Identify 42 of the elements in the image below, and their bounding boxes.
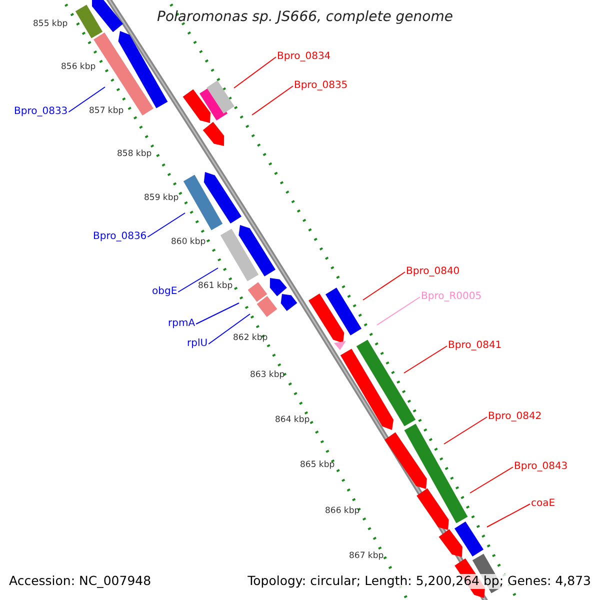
gene-label: obgE	[152, 287, 178, 297]
gene-label: Bpro_0843	[514, 462, 568, 472]
tick-label: 862 kbp	[233, 334, 268, 342]
genome-summary-text: Topology: circular; Length: 5,200,264 bp; Genes: 4,873	[246, 574, 593, 588]
tick-label: 857 kbp	[89, 107, 124, 116]
gene-label: rplU	[187, 339, 208, 349]
gene-label: Bpro_0834	[277, 52, 331, 62]
leader-line	[234, 56, 276, 88]
tick-label: 858 kbp	[117, 150, 152, 158]
tick-label: 864 kbp	[275, 416, 310, 424]
leader-line	[362, 272, 406, 300]
gene-label: Bpro_0841	[448, 341, 502, 351]
leader-line	[196, 302, 240, 324]
leader-line	[444, 416, 488, 444]
tick-label: 867 kbp	[349, 552, 384, 560]
gene-label: rpmA	[168, 319, 196, 329]
gene-label: Bpro_0840	[406, 267, 460, 277]
leader-line	[68, 86, 106, 112]
tick-label: 855 kbp	[33, 20, 68, 28]
gene-label: Bpro_0836	[93, 232, 147, 242]
gene-label: Bpro_0835	[294, 81, 348, 91]
tick-label: 865 kbp	[300, 461, 335, 470]
leader-line	[404, 346, 448, 374]
gene-label: Bpro_0833	[14, 107, 68, 117]
leader-line	[252, 86, 294, 116]
leader-line	[178, 268, 218, 292]
tick-label: 861 kbp	[198, 282, 233, 290]
accession-text: Accession: NC_007948	[7, 574, 154, 588]
leader-line	[376, 296, 420, 326]
gene-label: Bpro_R0005	[421, 292, 482, 302]
tick-label: 866 kbp	[325, 507, 360, 516]
title: Polaromonas sp. JS666, complete genome	[157, 10, 453, 24]
gene-label: coaE	[531, 499, 556, 509]
leader-line	[147, 212, 186, 238]
tick-label: 856 kbp	[61, 63, 96, 72]
gene-label: Bpro_0842	[488, 412, 542, 422]
leader-line	[208, 314, 250, 344]
leader-line	[470, 466, 514, 494]
leader-line	[486, 504, 530, 528]
tick-label: 863 kbp	[250, 371, 285, 380]
tick-label: 860 kbp	[171, 238, 206, 246]
tick-label: 859 kbp	[144, 194, 179, 202]
